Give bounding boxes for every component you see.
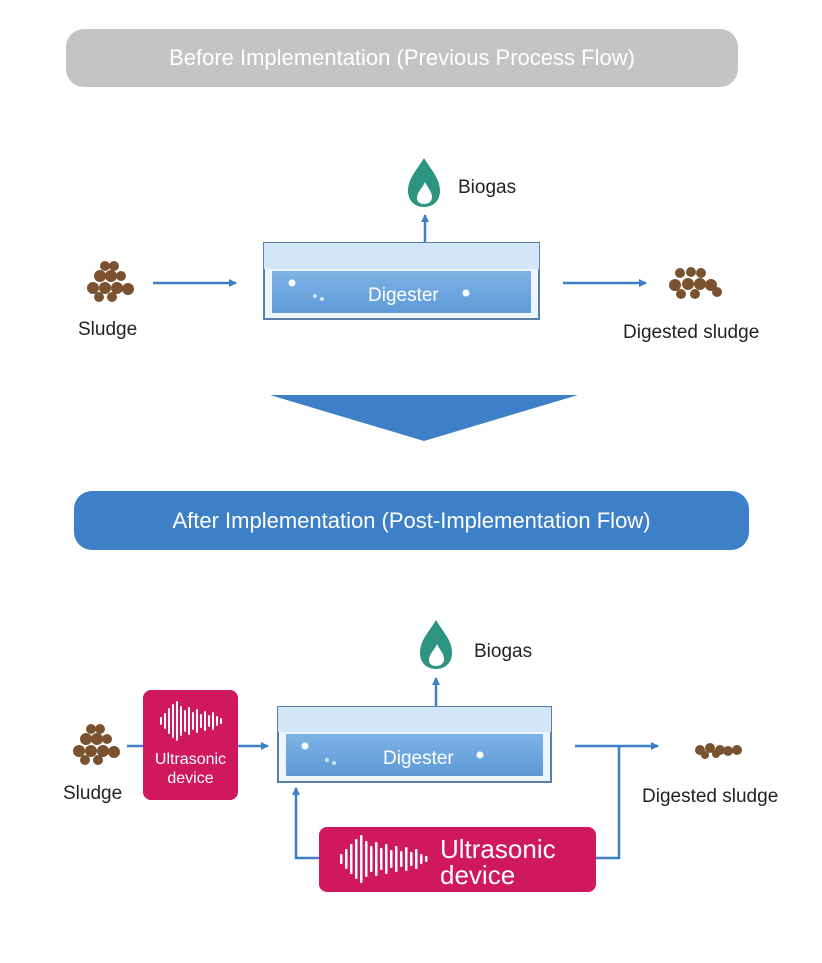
digested-label-after: Digested sludge bbox=[642, 786, 779, 807]
biogas-label-before: Biogas bbox=[458, 177, 517, 198]
biogas-flame-icon-before bbox=[408, 158, 440, 207]
ultrasonic-device-large bbox=[319, 827, 596, 892]
ultrasonic-device-small bbox=[143, 690, 238, 800]
digester-label-after: Digester bbox=[383, 748, 454, 769]
digester-label-before: Digester bbox=[368, 285, 439, 306]
biogas-label-after: Biogas bbox=[474, 641, 533, 662]
ultrasonic-large-label: Ultrasonic device bbox=[440, 836, 556, 888]
after-header-text: After Implementation (Post-Implementatio… bbox=[172, 507, 651, 533]
ultrasonic-large-line2: device bbox=[440, 860, 516, 890]
soundwave-icon-small bbox=[160, 701, 222, 741]
ultrasonic-small-label: Ultrasonic device bbox=[154, 751, 227, 787]
transition-arrow bbox=[270, 395, 578, 441]
recirculation-line-in bbox=[292, 787, 320, 860]
recirculation-line-out bbox=[596, 746, 621, 860]
before-header: Before Implementation (Previous Process … bbox=[66, 29, 738, 87]
ultrasonic-large-line1: Ultrasonic bbox=[440, 834, 556, 864]
before-header-text: Before Implementation (Previous Process … bbox=[169, 45, 635, 70]
sludge-icon-before bbox=[87, 261, 134, 302]
sludge-label-after: Sludge bbox=[63, 783, 123, 804]
digested-sludge-icon-before bbox=[669, 267, 722, 299]
after-header: After Implementation (Post-Implementatio… bbox=[74, 491, 749, 550]
digested-label-before: Digested sludge bbox=[623, 322, 760, 343]
biogas-flame-icon-after bbox=[420, 620, 452, 669]
digester-tank-after bbox=[277, 706, 552, 783]
sludge-label-before: Sludge bbox=[78, 319, 138, 340]
soundwave-icon-large bbox=[340, 835, 428, 883]
digester-tank-before bbox=[263, 242, 540, 320]
digested-sludge-icon-after bbox=[695, 743, 742, 759]
sludge-icon-after bbox=[73, 724, 120, 765]
